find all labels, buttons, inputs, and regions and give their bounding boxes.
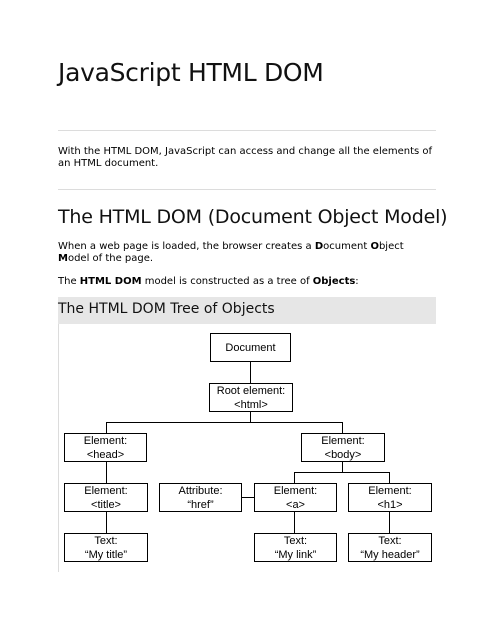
node-h1: Element: <h1>	[348, 483, 432, 512]
text-run: When a web page is loaded, the browser c…	[58, 241, 315, 252]
node-head: Element: <head>	[64, 433, 147, 462]
bold-term: HTML DOM	[79, 276, 142, 287]
connector-line	[250, 362, 251, 383]
divider	[58, 189, 436, 190]
connector-line	[242, 497, 254, 498]
connector-line	[294, 472, 295, 483]
text-run: :	[355, 276, 359, 287]
connector-line	[250, 412, 251, 422]
bold-letter: D	[314, 241, 324, 252]
connector-line	[342, 422, 343, 433]
model-paragraph: The HTML DOM model is constructed as a t…	[58, 276, 436, 288]
connector-line	[294, 512, 295, 533]
node-label: Attribute:	[178, 484, 223, 497]
node-label: <head>	[86, 448, 125, 461]
connector-line	[106, 512, 107, 533]
connector-line	[389, 512, 390, 533]
intro-paragraph: With the HTML DOM, JavaScript can access…	[58, 146, 433, 169]
load-paragraph: When a web page is loaded, the browser c…	[58, 241, 436, 265]
node-label: “My title”	[84, 548, 128, 561]
text-run: ocument	[323, 241, 371, 252]
text-run: bject	[378, 241, 404, 252]
tree-title: The HTML DOM Tree of Objects	[58, 301, 275, 317]
node-label: <h1>	[377, 498, 403, 511]
node-attribute-href: Attribute: “href”	[159, 483, 242, 512]
node-label: Document	[225, 341, 276, 354]
connector-line	[342, 462, 343, 472]
connector-line	[106, 422, 343, 423]
node-label: Element:	[273, 484, 318, 497]
connector-line	[106, 462, 107, 483]
node-text-my-title: Text: “My title”	[64, 533, 148, 562]
node-title: Element: <title>	[64, 483, 148, 512]
tree-section-header: The HTML DOM Tree of Objects	[58, 297, 436, 324]
node-label: “My header”	[360, 548, 420, 561]
text-run: model is constructed as a tree of	[141, 276, 313, 287]
section-title: The HTML DOM (Document Object Model)	[58, 206, 448, 228]
node-text-my-link: Text: “My link”	[254, 533, 337, 562]
node-body: Element: <body>	[301, 433, 385, 462]
bold-letter: O	[370, 241, 379, 252]
connector-line	[106, 422, 107, 433]
node-label: Root element:	[216, 384, 286, 397]
node-a: Element: <a>	[254, 483, 337, 512]
node-root-element: Root element: <html>	[209, 383, 293, 412]
page-title: JavaScript HTML DOM	[58, 58, 324, 87]
node-label: Element:	[83, 434, 128, 447]
connector-line	[389, 472, 390, 483]
node-label: Text:	[94, 534, 118, 547]
node-label: <html>	[234, 398, 268, 411]
node-label: Element:	[368, 484, 412, 497]
node-label: <title>	[91, 498, 121, 511]
node-label: <body>	[324, 448, 362, 461]
connector-line	[294, 472, 390, 473]
divider	[58, 130, 436, 131]
node-label: Text:	[378, 534, 402, 547]
node-label: Element:	[84, 484, 128, 497]
text-run: The	[58, 276, 80, 287]
node-label: “href”	[187, 498, 214, 511]
node-label: Element:	[321, 434, 365, 447]
node-label: Text:	[283, 534, 308, 547]
node-text-my-header: Text: “My header”	[348, 533, 432, 562]
node-label: <a>	[286, 498, 305, 511]
text-run: odel of the page.	[67, 253, 154, 264]
node-document: Document	[210, 333, 291, 362]
bold-term: Objects	[312, 276, 356, 287]
left-rule	[58, 324, 59, 572]
node-label: “My link”	[274, 548, 317, 561]
bold-letter: M	[58, 253, 68, 264]
